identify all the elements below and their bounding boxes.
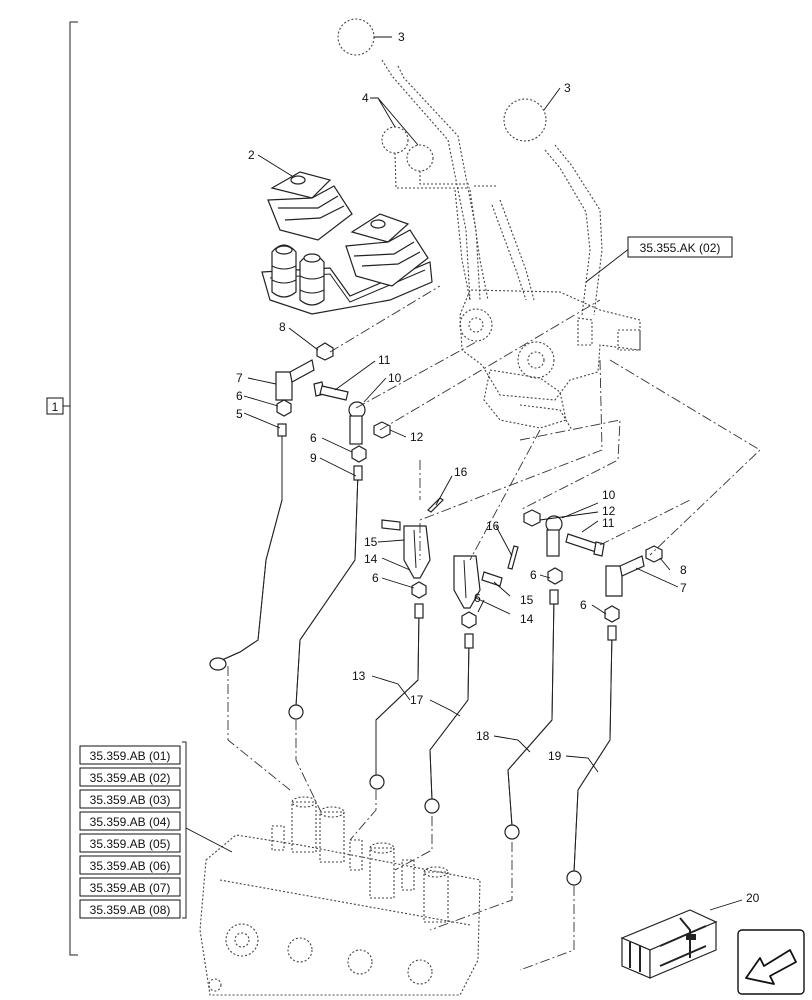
- callout-20[interactable]: 20: [746, 891, 760, 905]
- svg-text:35.359.AB (03): 35.359.AB (03): [90, 793, 171, 807]
- callout-7[interactable]: 7: [236, 371, 243, 385]
- callout-10[interactable]: 10: [602, 488, 616, 502]
- callout-3[interactable]: 3: [564, 81, 571, 95]
- group-label: 1: [52, 400, 59, 414]
- svg-text:35.359.AB (01): 35.359.AB (01): [90, 749, 171, 763]
- leader-lines: [185, 36, 743, 911]
- svg-text:35.359.AB (02): 35.359.AB (02): [90, 771, 171, 785]
- callout-10[interactable]: 10: [388, 371, 402, 385]
- callout-6[interactable]: 6: [236, 389, 243, 403]
- callout-8[interactable]: 8: [680, 563, 687, 577]
- linkage-left: [209, 342, 391, 720]
- callout-18[interactable]: 18: [476, 729, 490, 743]
- reference-label: 35.355.AK (02): [640, 241, 721, 255]
- valve-reference-item[interactable]: 35.359.AB (02): [79, 767, 181, 787]
- callout-6[interactable]: 6: [580, 598, 587, 612]
- callout-12[interactable]: 12: [410, 430, 424, 444]
- callout-6[interactable]: 6: [310, 431, 317, 445]
- rubber-boot-assembly: [261, 171, 433, 315]
- callout-19[interactable]: 19: [548, 749, 562, 763]
- callout-15[interactable]: 15: [520, 593, 534, 607]
- callout-11[interactable]: 11: [602, 516, 615, 530]
- callout-3[interactable]: 3: [398, 30, 405, 44]
- callout-9[interactable]: 9: [310, 451, 317, 465]
- valve-reference-item[interactable]: 35.359.AB (07): [79, 877, 181, 897]
- callout-4[interactable]: 4: [362, 91, 369, 105]
- valve-reference-item[interactable]: 35.359.AB (01): [79, 745, 181, 765]
- callout-14[interactable]: 14: [364, 552, 378, 566]
- callout-12[interactable]: 12: [602, 504, 616, 518]
- svg-text:35.359.AB (06): 35.359.AB (06): [90, 859, 171, 873]
- valve-reference-list: 35.359.AB (01) 35.359.AB (02) 35.359.AB …: [79, 741, 187, 919]
- center-lines: [227, 285, 761, 971]
- callout-16[interactable]: 16: [454, 465, 468, 479]
- callout-7[interactable]: 7: [680, 581, 687, 595]
- callout-5[interactable]: 5: [236, 407, 243, 421]
- linkage-right: [504, 509, 663, 886]
- callout-6[interactable]: 6: [474, 591, 481, 605]
- linkage-middle: [369, 497, 519, 814]
- callout-6[interactable]: 6: [530, 568, 537, 582]
- callout-6[interactable]: 6: [372, 571, 379, 585]
- reference-35-355-ak[interactable]: 35.355.AK (02): [627, 236, 733, 258]
- valve-reference-item[interactable]: 35.359.AB (03): [79, 789, 181, 809]
- valve-reference-item[interactable]: 35.359.AB (08): [79, 899, 181, 919]
- callout-15[interactable]: 15: [364, 535, 378, 549]
- group-bracket: 1: [46, 21, 78, 956]
- callout-11[interactable]: 11: [378, 353, 391, 367]
- navigation-arrow-icon[interactable]: [737, 929, 805, 995]
- callout-2[interactable]: 2: [248, 148, 255, 162]
- valve-reference-item[interactable]: 35.359.AB (04): [79, 811, 181, 831]
- callout-14[interactable]: 14: [520, 612, 534, 626]
- svg-text:35.359.AB (08): 35.359.AB (08): [90, 903, 171, 917]
- valve-bank: [199, 796, 481, 996]
- kit-box-icon[interactable]: [620, 909, 718, 979]
- callout-13[interactable]: 13: [352, 669, 366, 683]
- callout-8[interactable]: 8: [279, 320, 286, 334]
- callout-16[interactable]: 16: [486, 519, 500, 533]
- valve-reference-item[interactable]: 35.359.AB (05): [79, 833, 181, 853]
- callouts: 3 3 4 2 8 7 6 5 11 10 12 6 9 16 15 14 6 …: [236, 30, 760, 905]
- valve-reference-item[interactable]: 35.359.AB (06): [79, 855, 181, 875]
- svg-text:35.359.AB (05): 35.359.AB (05): [90, 837, 171, 851]
- callout-17[interactable]: 17: [410, 693, 424, 707]
- svg-text:35.359.AB (04): 35.359.AB (04): [90, 815, 171, 829]
- svg-text:35.359.AB (07): 35.359.AB (07): [90, 881, 171, 895]
